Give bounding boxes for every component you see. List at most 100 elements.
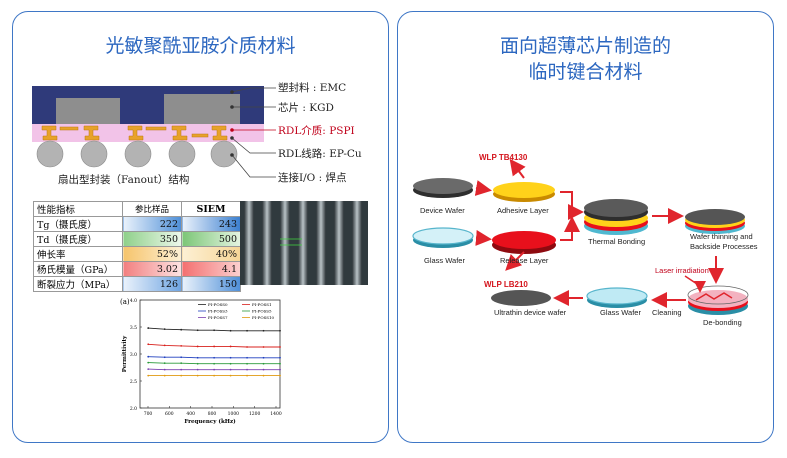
data-point [147,343,150,346]
ref-value: 52% [122,246,182,262]
fanout-structure-diagram [32,86,264,168]
row-label: Td（摄氏度） [33,231,123,247]
data-point [147,368,150,371]
data-point [196,356,199,359]
data-point [163,344,166,347]
layer-label-ep-cu: RDL线路: EP-Cu [278,148,362,160]
siem-value: 243 [181,216,241,232]
x-tick-label: 800 [208,411,217,417]
data-point [279,329,281,332]
label-cleaning: Cleaning [652,308,682,317]
table-row: Td（摄氏度） 350 500 [33,231,241,247]
data-point [262,356,265,359]
row-label: 杨氏模量（GPa） [33,261,123,277]
data-point [147,361,150,364]
x-axis-label: Frequency (kHz) [184,418,236,425]
label-laser-irradiation: Laser irradiation [655,266,709,275]
adhesive-layer-disc [493,182,555,202]
cleaned-glass-wafer-disc [586,287,648,308]
plot-panel-label: (a) [120,298,130,306]
release-layer-disc [492,231,556,254]
table-header: 参比样品 [122,201,182,217]
label-de-bonding: De-bonding [703,318,742,327]
data-point [180,345,183,347]
label-wlp-lb210: WLP LB210 [484,280,528,289]
data-point [262,374,265,377]
data-point [229,345,232,348]
ultrathin-device-wafer-disc [491,290,551,306]
data-point [213,329,216,332]
layer-label-io: 连接I/O : 焊点 [278,172,347,184]
glass-wafer-disc [412,227,474,248]
data-point [246,362,248,365]
data-point [229,356,232,359]
data-point [147,327,150,329]
label-backside-processes: Backside Processes [690,242,758,251]
table-header: SIEM [181,201,241,217]
layer-label-kgd: 芯片 : KGD [278,102,334,114]
data-point [213,362,216,365]
legend-label: PI-POSS0 [208,302,228,307]
data-point [262,368,265,371]
label-device-wafer: Device Wafer [420,206,465,215]
data-point [213,356,216,359]
data-point [163,368,166,371]
data-point [229,374,232,377]
data-point [279,346,281,348]
temporary-bonding-flow-diagram [412,158,749,315]
label-glass-wafer: Glass Wafer [424,256,465,265]
label-glass-wafer-2: Glass Wafer [600,308,641,317]
data-point [147,355,150,358]
legend-label: PI-POSS5 [252,309,272,314]
microscope-line-pattern-image [240,201,368,285]
data-point [163,356,166,359]
data-point [180,374,183,377]
data-point [262,362,265,365]
y-tick-label: 2.5 [130,379,137,385]
ref-value: 222 [122,216,182,232]
data-point [279,356,281,359]
data-point [163,328,166,331]
fanout-caption: 扇出型封装（Fanout）结构 [58,174,190,186]
data-point [246,329,248,332]
y-axis-label: Permittivity [122,335,128,372]
data-point [163,374,166,377]
legend-label: PI-POSS10 [252,315,275,320]
table-row: Tg（摄氏度） 222 243 [33,216,241,232]
y-tick-label: 4.0 [130,298,137,304]
data-point [246,356,248,359]
table-header: 性能指标 [33,201,123,217]
legend-label: PI-POSS7 [208,315,228,320]
de-bonding-stack [687,285,749,315]
data-point [180,328,183,331]
legend-label: PI-POSS1 [252,302,272,307]
label-thermal-bonding: Thermal Bonding [588,237,646,246]
data-point [229,368,232,371]
data-point [279,374,281,377]
right-panel-title-line2: 临时键合材料 [528,61,643,83]
data-point [229,362,232,365]
leader-lines [230,87,276,178]
x-tick-label: 1400 [270,411,282,417]
data-point [180,368,183,371]
data-point [262,346,265,348]
data-point [196,362,199,365]
data-point [279,362,281,365]
data-point [196,329,199,332]
table-row: 杨氏模量（GPa） 3.02 4.1 [33,261,241,277]
data-point [246,368,248,371]
row-label: 伸长率 [33,246,123,262]
y-tick-label: 3.5 [130,325,137,331]
data-point [262,329,265,332]
data-point [196,374,199,377]
device-wafer-disc [413,178,473,198]
x-tick-label: 400 [186,411,195,417]
data-point [213,374,216,377]
label-wlp-tb4130: WLP TB4130 [479,153,528,162]
label-adhesive-layer: Adhesive Layer [497,206,549,215]
thinned-wafer-stack [685,209,745,234]
layer-label-emc: 塑封料 : EMC [278,82,347,94]
siem-value: 4.1 [181,261,241,277]
siem-value: 500 [181,231,241,247]
